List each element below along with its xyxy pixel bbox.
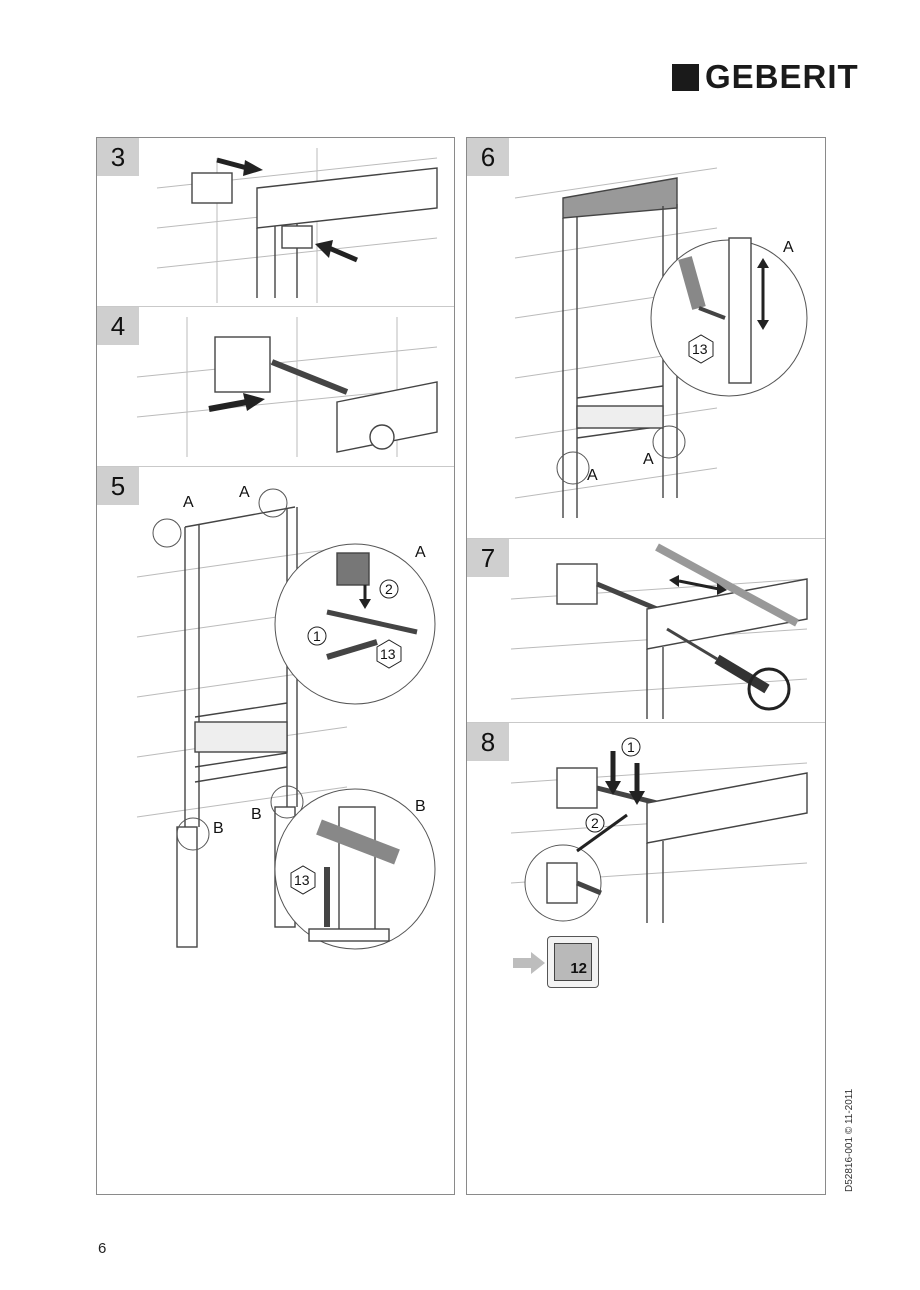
step-4-illustration — [136, 317, 438, 457]
wrench-size-13: 13 — [692, 341, 708, 357]
step-number: 5 — [97, 467, 139, 505]
right-column: 6 A A A — [466, 137, 826, 1195]
step-7-illustration — [510, 543, 808, 719]
step-5: 5 — [97, 466, 454, 1195]
logo-square-icon — [672, 63, 699, 91]
page-reference-number: 12 — [554, 943, 592, 981]
callout-1: 1 — [627, 739, 635, 755]
step-3: 3 — [97, 138, 454, 306]
step-number: 4 — [97, 307, 139, 345]
callout-2: 2 — [591, 815, 599, 831]
label-a: A — [643, 451, 654, 468]
label-a: A — [239, 484, 250, 501]
reference-next-page: 12 — [513, 936, 603, 992]
step-number: 8 — [467, 723, 509, 761]
step-5-illustration: A A A B B B 1 2 13 13 — [136, 484, 436, 950]
label-a: A — [183, 494, 194, 511]
label-a: A — [587, 467, 598, 484]
step-7: 7 — [467, 538, 825, 723]
wrench-size-13: 13 — [380, 646, 396, 662]
step-3-illustration — [156, 148, 438, 303]
callout-1: 1 — [313, 628, 321, 644]
step-8-illustration: 1 2 — [510, 737, 808, 923]
step-8: 8 1 2 — [467, 722, 825, 927]
step-number: 6 — [467, 138, 509, 176]
label-b: B — [213, 820, 224, 837]
label-a: A — [783, 239, 794, 256]
label-b: B — [251, 806, 262, 823]
step-number: 7 — [467, 539, 509, 577]
geberit-logo: GEBERIT — [672, 58, 862, 95]
step-number: 3 — [97, 138, 139, 176]
logo-text: GEBERIT — [705, 58, 859, 95]
label-a: A — [415, 544, 426, 561]
left-column: 3 4 — [96, 137, 455, 1195]
step-6-illustration: A A A 13 — [514, 167, 808, 518]
callout-2: 2 — [385, 581, 393, 597]
right-arrow-icon — [513, 952, 545, 974]
document-code: D52816-001 © 11-2011 — [844, 1088, 855, 1192]
page-reference-icon: 12 — [547, 936, 599, 988]
wrench-size-13: 13 — [294, 872, 310, 888]
step-6: 6 A A A — [467, 138, 825, 538]
step-4: 4 — [97, 306, 454, 467]
label-b: B — [415, 798, 426, 815]
page-number: 6 — [98, 1240, 107, 1257]
